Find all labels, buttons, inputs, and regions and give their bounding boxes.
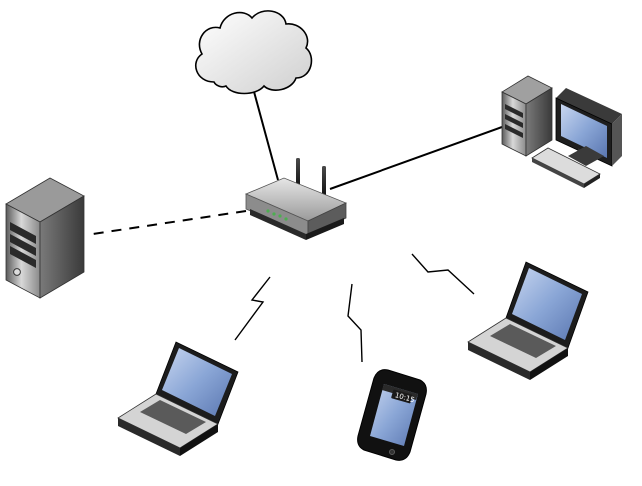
link-router-cloud	[252, 87, 279, 181]
wireless-link-laptop-left	[234, 276, 271, 341]
keyboard-icon	[531, 147, 601, 188]
server-drive-bay	[10, 222, 36, 244]
laptop-screen	[162, 348, 232, 416]
laptop-icon	[117, 341, 239, 456]
router-status-light	[272, 212, 276, 216]
monitor-icon	[555, 88, 622, 167]
wireless-link-laptop-right	[411, 253, 475, 295]
router-antenna	[296, 158, 300, 188]
router-icon	[244, 158, 347, 240]
link-router-desktop	[329, 126, 503, 190]
server-drive-bay	[10, 234, 36, 256]
wireless-link-smartphone	[347, 283, 363, 363]
server-power-button	[13, 268, 21, 276]
router-antenna	[322, 166, 326, 196]
router-status-light	[266, 209, 270, 213]
laptop-icon	[467, 261, 589, 380]
link-router-server	[85, 210, 247, 236]
cloud-icon	[194, 10, 313, 95]
smartphone-icon: 10:15	[357, 369, 427, 461]
monitor-screen	[561, 104, 607, 158]
connections	[85, 87, 503, 363]
server-drive-bay	[10, 246, 36, 268]
server-icon	[5, 177, 85, 299]
laptop-screen	[512, 268, 582, 340]
router-status-light	[278, 214, 282, 218]
desktop-computer-icon	[501, 75, 622, 188]
router-status-light	[284, 217, 288, 221]
